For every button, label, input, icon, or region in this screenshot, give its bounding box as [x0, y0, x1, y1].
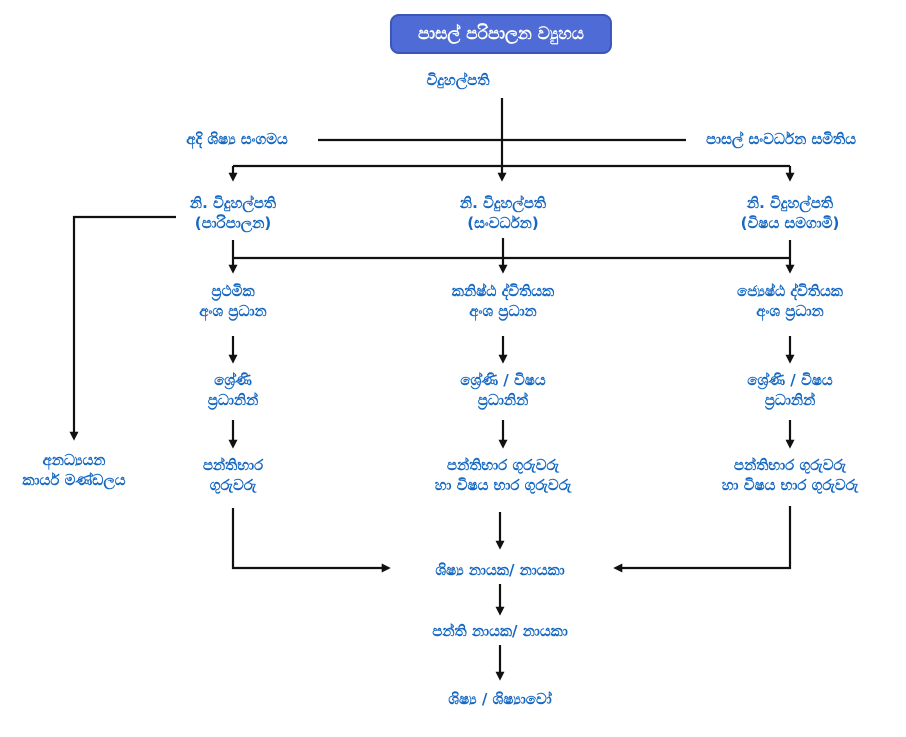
- node-senior-secondary-section-head: ජ්‍යෙෂ්ඨ ද්විතියක අංශ ප්‍රධාන: [737, 281, 843, 321]
- grade-subject-heads-mid-line2: ප්‍රධානින්: [477, 391, 529, 409]
- class-subject-teachers-right-line1: පන්තිභාර ගුරුවරු: [733, 456, 847, 474]
- nonacademic-staff-line2: කාර්ය මණ්ඩලය: [22, 471, 126, 489]
- grade-subject-heads-right-line1: ශ්‍රේණි / විෂය: [747, 371, 833, 389]
- node-class-subject-teachers-right: පන්තිභාර ගුරුවරු හා විෂය භාර ගුරුවරු: [722, 455, 859, 495]
- elbow-teachers-right-to-student-leaders: [613, 506, 792, 573]
- primary-section-line2: අංශ ප්‍රධාන: [199, 302, 267, 320]
- arrow-deputy-admin-to-nonacademic-staff: [69, 215, 176, 441]
- node-students: ශිෂ්‍ය / ශිෂ්‍යාවෝ: [448, 689, 551, 709]
- primary-section-line1: ප්‍රථමික: [211, 282, 255, 300]
- class-subject-teachers-right-line2: හා විෂය භාර ගුරුවරු: [721, 476, 859, 494]
- grade-subject-heads-right-line2: ප්‍රධානින්: [764, 391, 816, 409]
- deputy-cocurricular-line2: (විෂය සමගාමී): [740, 214, 840, 232]
- node-nonacademic-staff: අනධ්‍යයන කාර්ය මණ්ඩලය: [22, 450, 125, 490]
- senior-secondary-section-line1: ජ්‍යෙෂ්ඨ ද්විතියක: [737, 282, 843, 300]
- node-student-leaders: ශිෂ්‍ය නායක/ නායකා: [435, 560, 564, 580]
- deputy-cocurricular-line1: නි. විදුහල්පති: [746, 194, 834, 212]
- grade-heads-left-line2: ප්‍රධානින්: [207, 391, 259, 409]
- node-school-development-society-label: පාසල් සංවර්ධන සමිතිය: [705, 130, 857, 148]
- node-grade-subject-heads-right: ශ්‍රේණි / විෂය ප්‍රධානින්: [747, 370, 832, 410]
- class-teachers-left-line1: පන්තිභාර: [202, 456, 264, 474]
- elbow-teachers-left-to-student-leaders: [231, 508, 391, 573]
- student-leaders-label: ශිෂ්‍ය නායක/ නායකා: [435, 561, 565, 579]
- deputy-admin-line1: නි. විදුහල්පති: [189, 194, 277, 212]
- class-leaders-label: පන්ති නායක/ නායකා: [432, 622, 568, 640]
- node-class-teachers-left: පන්තිභාර ගුරුවරු: [203, 455, 263, 495]
- node-school-development-society: පාසල් සංවර්ධන සමිතිය: [706, 129, 856, 149]
- node-deputy-principal-development: නි. විදුහල්පති (සංවර්ධන): [460, 193, 546, 233]
- grade-heads-left-line1: ශ්‍රේණි: [214, 371, 252, 389]
- grade-subject-heads-mid-line1: ශ්‍රේණි / විෂය: [460, 371, 546, 389]
- node-deputy-principal-admin: නි. විදුහල්පති (පාරිපාලන): [190, 193, 276, 233]
- students-label: ශිෂ්‍ය / ශිෂ්‍යාවෝ: [448, 690, 552, 708]
- chart-title: පාසල් පරිපාලන ව්‍යුහය: [389, 14, 613, 54]
- node-grade-heads-left: ශ්‍රේණි ප්‍රධානින්: [208, 370, 259, 410]
- junior-secondary-section-line2: අංශ ප්‍රධාන: [469, 302, 537, 320]
- node-junior-secondary-section-head: කනිෂ්ඨ ද්විතියක අංශ ප්‍රධාන: [452, 281, 554, 321]
- node-principal-label: විදුහල්පති: [426, 71, 490, 89]
- deputy-development-line1: නි. විදුහල්පති: [459, 194, 547, 212]
- node-alumni-association-label: අදි ශිෂ්‍ය සංගමය: [186, 130, 288, 148]
- class-subject-teachers-mid-line2: හා විෂය භාර ගුරුවරු: [434, 476, 572, 494]
- nonacademic-staff-line1: අනධ්‍යයන: [42, 451, 106, 469]
- node-grade-subject-heads-mid: ශ්‍රේණි / විෂය ප්‍රධානින්: [460, 370, 545, 410]
- deputy-development-line2: (සංවර්ධන): [467, 214, 539, 232]
- node-principal: විදුහල්පති: [426, 70, 489, 90]
- node-deputy-principal-cocurricular: නි. විදුහල්පති (විෂය සමගාමී): [741, 193, 840, 233]
- node-class-leaders: පන්ති නායක/ නායකා: [432, 621, 568, 641]
- node-primary-section-head: ප්‍රථමික අංශ ප්‍රධාන: [199, 281, 266, 321]
- node-class-subject-teachers-mid: පන්තිභාර ගුරුවරු හා විෂය භාර ගුරුවරු: [435, 455, 572, 495]
- node-alumni-association: අදි ශිෂ්‍ය සංගමය: [186, 129, 288, 149]
- class-teachers-left-line2: ගුරුවරු: [209, 476, 257, 494]
- junior-secondary-section-line1: කනිෂ්ඨ ද්විතියක: [451, 282, 555, 300]
- senior-secondary-section-line2: අංශ ප්‍රධාන: [756, 302, 824, 320]
- class-subject-teachers-mid-line1: පන්තිභාර ගුරුවරු: [446, 456, 560, 474]
- deputy-admin-line2: (පාරිපාලන): [194, 214, 272, 232]
